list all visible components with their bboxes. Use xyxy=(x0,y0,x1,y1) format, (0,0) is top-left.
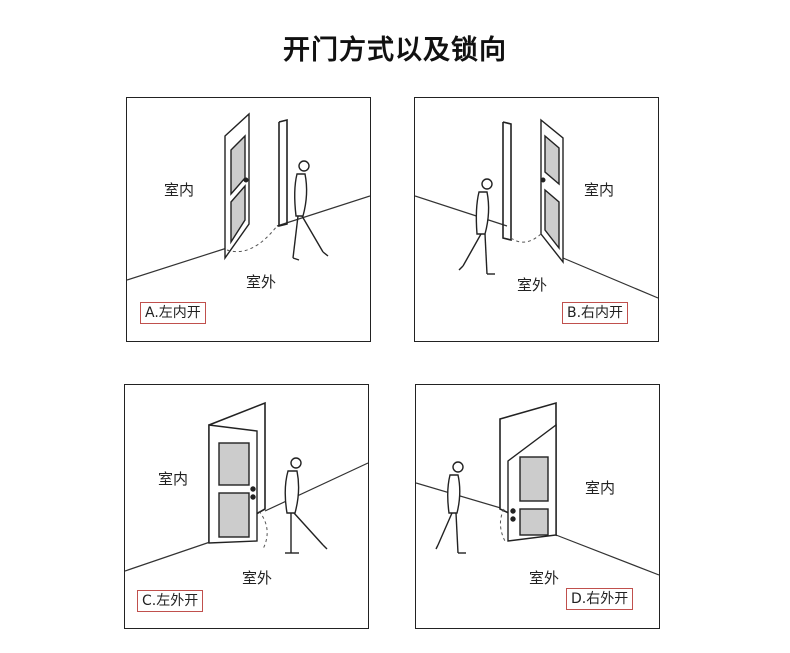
room-floor-lines xyxy=(127,195,370,281)
label-indoor: 室内 xyxy=(164,181,195,199)
caption-tag: C.左外开 xyxy=(137,590,204,612)
open-door-leaf xyxy=(208,424,258,544)
label-indoor: 室内 xyxy=(584,181,615,199)
panel-a-drawing xyxy=(127,112,370,281)
label-indoor: 室内 xyxy=(585,479,616,497)
door-swing-arc xyxy=(510,233,542,243)
panel-b-drawing xyxy=(415,118,658,299)
door-frame xyxy=(502,121,512,242)
page-title: 开门方式以及锁向 xyxy=(283,35,507,66)
label-outdoor: 室外 xyxy=(529,569,560,587)
label-outdoor: 室外 xyxy=(242,569,273,587)
panel-right-outward: 室内 室外 D.右外开 xyxy=(415,384,660,629)
caption-tag: D.右外开 xyxy=(566,588,634,610)
walking-person xyxy=(435,461,466,554)
room-floor-lines xyxy=(415,195,658,299)
room-floor-lines xyxy=(125,462,368,572)
panel-right-inward: 室内 室外 B.右内开 xyxy=(414,97,659,342)
panel-left-inward: 室内 室外 A.左内开 xyxy=(126,97,371,342)
open-door-leaf xyxy=(224,112,250,261)
caption-tag: A.左内开 xyxy=(140,302,206,324)
label-outdoor: 室外 xyxy=(246,273,277,291)
panel-c-drawing xyxy=(125,401,368,572)
walking-person xyxy=(458,178,495,275)
door-swing-arc xyxy=(226,225,278,252)
label-outdoor: 室外 xyxy=(517,276,548,294)
caption-tag: B.右内开 xyxy=(562,302,629,324)
walking-person xyxy=(292,160,329,261)
door-frame xyxy=(278,118,288,228)
label-indoor: 室内 xyxy=(158,470,189,488)
door-swing-arc xyxy=(258,510,268,550)
walking-person xyxy=(284,457,328,554)
panel-d-drawing xyxy=(416,401,659,576)
open-door-leaf xyxy=(540,118,564,265)
door-swing-arc xyxy=(500,508,507,544)
open-door-leaf xyxy=(507,423,557,542)
panel-left-outward: 室内 室外 C.左外开 xyxy=(124,384,369,629)
